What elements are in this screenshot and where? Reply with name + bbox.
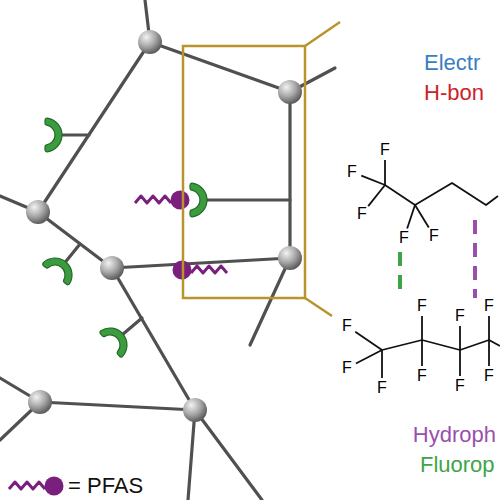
fluorine-atom: F [342, 360, 352, 376]
pfas-molecules [135, 191, 227, 280]
fluorine-atom: F [484, 368, 494, 384]
metal-node-sphere [26, 200, 50, 224]
receptor-linker [61, 133, 89, 136]
framework-strut [38, 42, 150, 212]
fluorine-atom: F [347, 164, 357, 180]
legend-pfas-tail [9, 482, 45, 489]
receptor-crescent [45, 118, 62, 152]
carbon-chain [382, 340, 500, 350]
cf-bond [459, 326, 461, 350]
metal-node-sphere [100, 256, 124, 280]
carbon-chain [385, 183, 498, 205]
framework-strut [40, 402, 195, 410]
fluorine-atom: F [342, 318, 352, 334]
fluorine-atom: F [377, 380, 387, 396]
cf-bond [421, 340, 423, 366]
fluorine-atom: F [417, 298, 427, 314]
metal-node-sphere [278, 80, 302, 104]
framework-struts [0, 0, 335, 500]
framework-strut [112, 258, 290, 268]
receptor-crescent [100, 328, 127, 357]
interaction-label: Fluorop [420, 454, 495, 476]
cf-bond [368, 185, 385, 206]
cf-bond [356, 350, 382, 363]
cf-bond [381, 350, 383, 378]
framework-strut [150, 42, 290, 92]
molecule-skeleton [355, 160, 500, 378]
framework-strut [250, 258, 290, 345]
fluorine-atom: F [357, 206, 367, 222]
interaction-label: Hydroph [413, 424, 496, 446]
framework-strut [288, 92, 291, 258]
zoom-leader [305, 22, 340, 46]
cf-bond [415, 205, 429, 227]
framework-strut [188, 410, 195, 500]
metal-node-sphere [138, 30, 162, 54]
interaction-label: Electr [424, 52, 480, 74]
fluorine-atom: F [455, 308, 465, 324]
hydrophobic-interaction [473, 220, 477, 298]
fluorine-atom: F [455, 378, 465, 394]
interaction-label: H-bon [424, 82, 484, 104]
cf-bond [459, 350, 461, 376]
cf-bond [361, 176, 385, 185]
legend-pfas-head [45, 477, 64, 496]
legend-text: = PFAS [68, 475, 143, 497]
fluorine-atom: F [484, 298, 494, 314]
node-spheres [26, 30, 302, 422]
cf-bond [488, 340, 490, 366]
fluorine-atom: F [429, 228, 439, 244]
zoom-box [183, 46, 305, 298]
cf-bond [355, 332, 382, 350]
pfas-tail [191, 266, 227, 273]
receptor-crescent [190, 183, 207, 217]
receptor-crescent [43, 258, 72, 285]
metal-node-sphere [278, 246, 302, 270]
receptor-linker [65, 244, 80, 263]
pfas-head [171, 191, 190, 210]
cf-bond [421, 316, 423, 340]
framework-strut [195, 410, 262, 500]
cf-bond [488, 316, 490, 340]
cf-bond [384, 160, 386, 185]
zoom-leader [305, 298, 332, 316]
cf-bond [407, 205, 415, 229]
fluorophilic-interaction [398, 252, 402, 296]
receptor-linker [122, 318, 142, 335]
fluorine-atom: F [380, 142, 390, 158]
legend-symbol [9, 477, 64, 496]
metal-node-sphere [28, 390, 52, 414]
fluorine-atom: F [417, 368, 427, 384]
fluorine-atom: F [399, 230, 409, 246]
framework-strut [206, 198, 290, 201]
pfas-tail [135, 196, 171, 203]
metal-node-sphere [183, 398, 207, 422]
